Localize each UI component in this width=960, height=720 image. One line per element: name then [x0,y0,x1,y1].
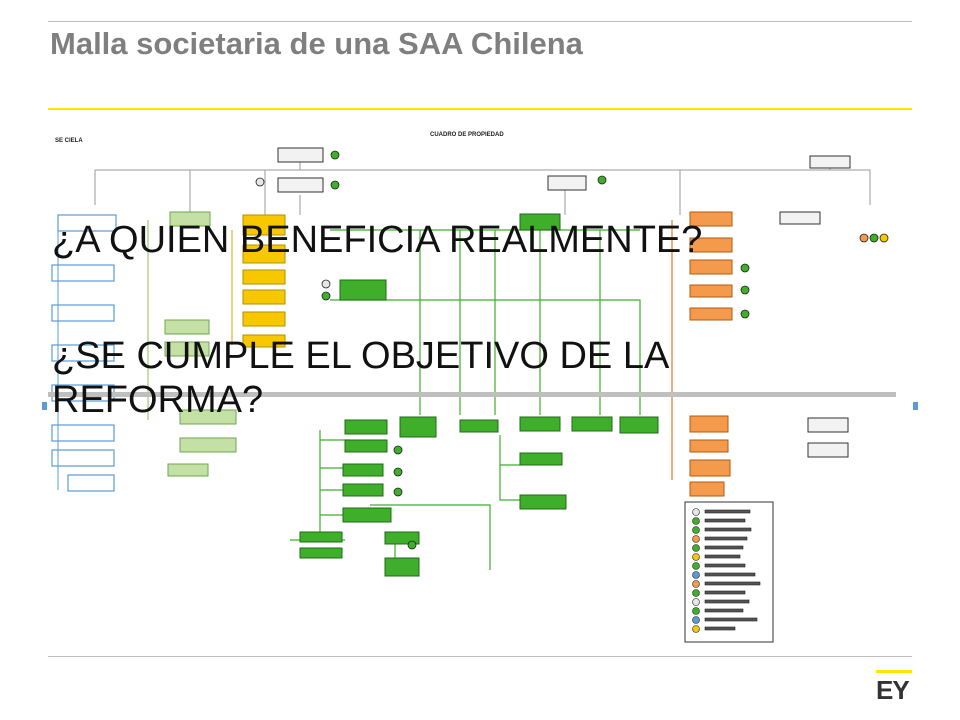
ey-logo: EY [876,675,910,705]
band-marker-right [913,402,918,410]
band-marker-left [42,402,47,410]
right-entities [779,211,849,458]
question-reform-objective: ¿SE CUMPLE EL OBJETIVO DE LA REFORMA? [52,335,668,421]
slide-title: Malla societaria de una SAA Chilena [50,26,583,61]
legend [684,501,774,643]
yellow-entities [242,214,286,348]
question-beneficiary: ¿A QUIEN BENEFICIA REALMENTE? [52,219,703,261]
blue-entities [51,214,117,492]
ownership-markers [255,150,889,550]
ey-logo-bar [876,670,912,673]
corporate-structure-diagram: SE CIELA CUADRO DE PROPIEDAD [42,132,918,643]
accent-divider [48,108,912,110]
diagram-header-center: CUADRO DE PROPIEDAD [430,132,504,138]
divider-band [48,392,896,397]
green-connectors [290,229,641,570]
bottom-divider [48,656,912,657]
light-green-entities [164,211,237,477]
top-entity-boxes [277,147,851,193]
green-entities [299,213,659,577]
top-divider [48,21,912,22]
orange-entities [689,211,733,497]
top-connectors [94,155,871,215]
diagram-header-left: SE CIELA [55,138,83,144]
